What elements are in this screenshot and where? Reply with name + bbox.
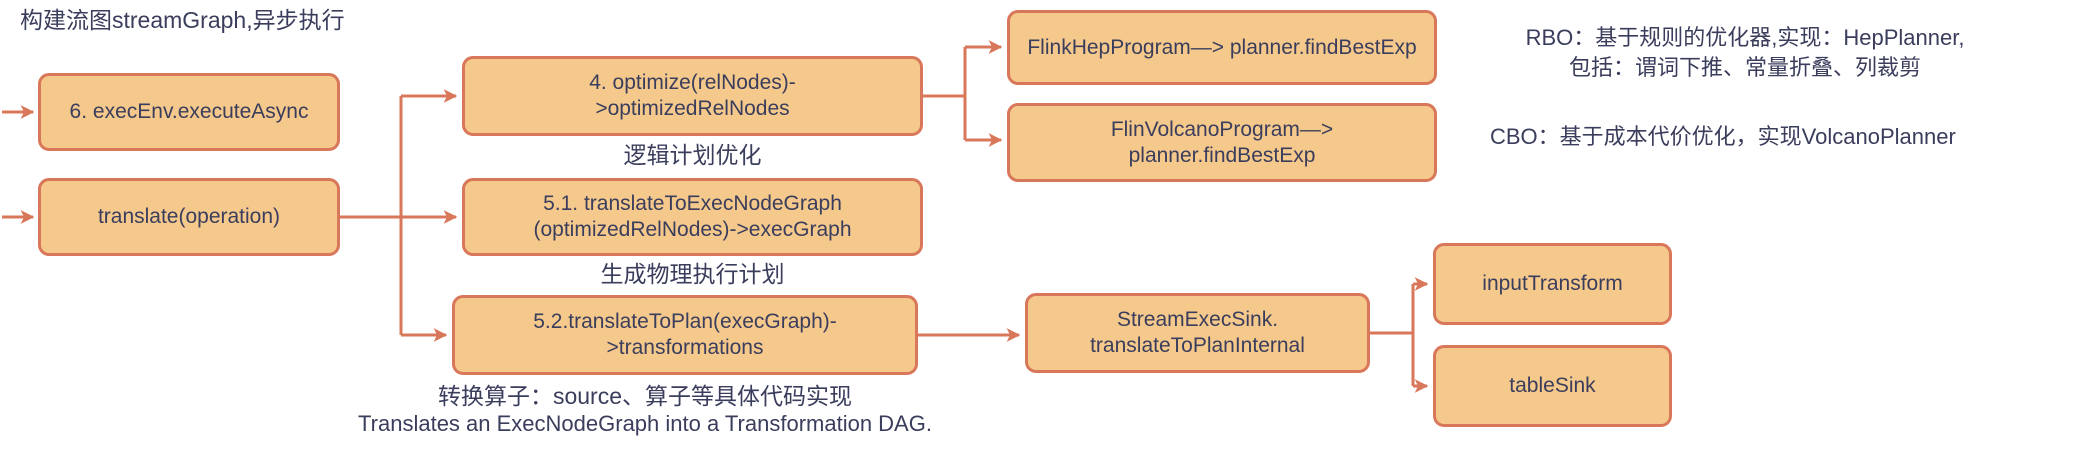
node-optimize-rel-nodes-line2: >optimizedRelNodes [595, 97, 790, 120]
cbo-note-line1: CBO：基于成本代价优化，实现VolcanoPlanner [1490, 124, 1956, 149]
node-translate-to-exec-node-graph-line2: (optimizedRelNodes)->execGraph [533, 218, 852, 241]
rbo-note-line1: RBO：基于规则的优化器,实现：HepPlanner, [1525, 25, 1965, 50]
node-stream-exec-sink: StreamExecSink. translateToPlanInternal [1025, 293, 1370, 373]
physical-plan-label: 生成物理执行计划 [600, 261, 785, 287]
node-translate-to-exec-node-graph-line1: 5.1. translateToExecNodeGraph [543, 192, 842, 215]
rbo-note-line2: 包括：谓词下推、常量折叠、列裁剪 [1568, 55, 1921, 80]
node-translate-to-exec-node-graph: 5.1. translateToExecNodeGraph (optimized… [462, 178, 923, 256]
node-flink-hep-program-label: FlinkHepProgram—> planner.findBestExp [1027, 35, 1417, 59]
node-flink-volcano-program: FlinVolcanoProgram—> planner.findBestExp [1007, 103, 1437, 182]
node-input-transform-label: inputTransform [1482, 272, 1623, 295]
node-flink-volcano-program-line2: planner.findBestExp [1128, 143, 1316, 167]
node-translate-operation-label: translate(operation) [97, 205, 281, 228]
cbo-note: CBO：基于成本代价优化，实现VolcanoPlanner [1490, 122, 2050, 152]
node-exec-env-execute-async: 6. execEnv.executeAsync [38, 73, 340, 151]
top-label: 构建流图streamGraph,异步执行 [20, 7, 345, 33]
node-exec-env-execute-async-label: 6. execEnv.executeAsync [69, 100, 309, 123]
node-table-sink-label: tableSink [1509, 374, 1596, 397]
transform-caption: 转换算子：source、算子等具体代码实现 Translates an Exec… [320, 382, 970, 437]
node-table-sink: tableSink [1433, 345, 1672, 427]
node-stream-exec-sink-line2: translateToPlanInternal [1090, 334, 1305, 357]
node-translate-to-plan: 5.2.translateToPlan(execGraph)- >transfo… [452, 295, 918, 375]
node-translate-to-plan-line2: >transformations [606, 336, 764, 359]
logical-optimization-label: 逻辑计划优化 [623, 142, 762, 168]
node-translate-to-plan-line1: 5.2.translateToPlan(execGraph)- [533, 310, 837, 333]
node-translate-operation: translate(operation) [38, 178, 340, 256]
node-input-transform: inputTransform [1433, 243, 1672, 325]
node-stream-exec-sink-line1: StreamExecSink. [1116, 308, 1279, 331]
node-flink-hep-program: FlinkHepProgram—> planner.findBestExp [1007, 10, 1437, 85]
node-optimize-rel-nodes: 4. optimize(relNodes)- >optimizedRelNode… [462, 56, 923, 136]
rbo-note: RBO：基于规则的优化器,实现：HepPlanner, 包括：谓词下推、常量折叠… [1490, 23, 2000, 83]
node-flink-volcano-program-line1: FlinVolcanoProgram—> [1110, 117, 1334, 141]
transform-caption-en: Translates an ExecNodeGraph into a Trans… [358, 411, 932, 436]
transform-caption-cn: 转换算子：source、算子等具体代码实现 [437, 383, 853, 409]
node-optimize-rel-nodes-line1: 4. optimize(relNodes)- [589, 71, 796, 94]
